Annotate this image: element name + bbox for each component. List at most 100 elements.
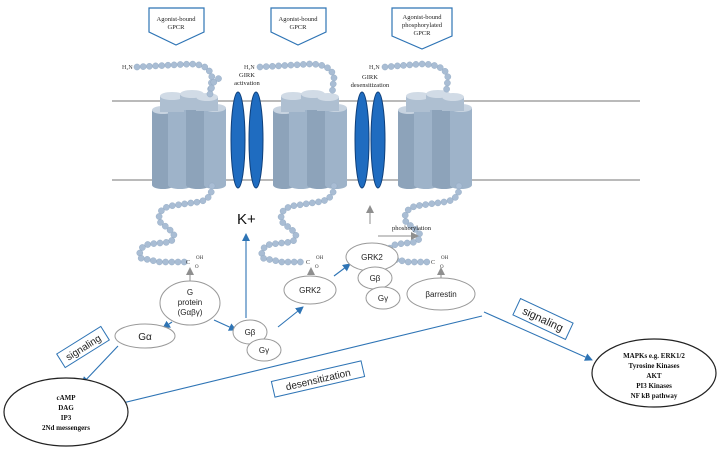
- banner-3-line1: Agonist-bound: [403, 14, 443, 21]
- peptide-bead: [199, 197, 207, 205]
- grk2-complex-node: GRK2 Gβ Gγ: [345, 242, 401, 310]
- peptide-bead: [391, 241, 399, 249]
- peptide-bead: [180, 258, 188, 266]
- peptide-bead: [410, 203, 417, 211]
- peptide-bead: [155, 213, 163, 220]
- n-terminal-label-3: H₂N: [369, 65, 380, 71]
- peptide-bead: [455, 182, 463, 190]
- g-protein-line2: protein: [178, 298, 202, 307]
- outcome-right-item-3: AKT: [646, 372, 662, 380]
- signaling-right-arrow: [483, 311, 593, 361]
- peptide-bead: [329, 188, 337, 196]
- peptide-bead: [424, 61, 432, 68]
- peptide-bead: [326, 193, 334, 201]
- peptide-bead: [208, 182, 216, 190]
- peptide-bead: [290, 258, 298, 266]
- gpcr-receptor-2: [273, 90, 347, 189]
- peptide-bead: [315, 198, 322, 206]
- peptide-bead: [205, 67, 213, 75]
- banner-3-line2: phosphorylated: [402, 22, 443, 29]
- outcome-left-item-3: IP3: [61, 414, 72, 422]
- peptide-bead: [409, 238, 417, 246]
- peptide-bead: [137, 254, 145, 262]
- peptide-bead: [290, 237, 297, 244]
- peptide-bead: [269, 63, 276, 70]
- agonist-banner-3: Agonist-bound phosphorylated GPCR: [391, 7, 453, 50]
- peptide-bead: [272, 257, 280, 265]
- peptide-bead: [189, 60, 196, 68]
- peptide-bead: [206, 90, 214, 98]
- peptide-bead: [162, 258, 169, 266]
- peptide-bead: [422, 201, 429, 208]
- outcome-right-item-4: PI3 Kinases: [636, 382, 672, 390]
- peptide-bead: [256, 63, 264, 71]
- banner-1-line2: GPCR: [168, 24, 186, 31]
- gpcr-receptor-1: [152, 90, 226, 189]
- banner-3-line3: GPCR: [414, 30, 432, 37]
- peptide-bead: [208, 84, 215, 92]
- peptide-bead: [183, 60, 190, 68]
- peptide-bead: [146, 63, 153, 70]
- peptide-bead: [170, 61, 178, 69]
- peptide-bead: [321, 197, 328, 204]
- banner-1-line1: Agonist-bound: [157, 16, 197, 23]
- peptide-bead: [403, 239, 411, 247]
- peptide-bead: [272, 240, 279, 247]
- second-messengers-outcome: cAMP DAG IP3 2Nd messengers: [3, 377, 129, 447]
- peptide-bead: [174, 258, 182, 266]
- peptide-bead: [279, 219, 287, 226]
- peptide-bead: [208, 73, 216, 80]
- peptide-bead: [278, 239, 285, 247]
- banner-2-line2: GPCR: [290, 24, 308, 31]
- peptide-bead: [302, 200, 310, 208]
- peptide-bead: [431, 62, 438, 69]
- peptide-bead: [181, 200, 188, 208]
- peptide-bead: [166, 226, 174, 234]
- girk-labels: GIRK activation GIRK desensitization: [234, 72, 390, 89]
- signaling-right-tag: signaling: [512, 297, 574, 341]
- receptor-3-c-terminal-chain: [388, 186, 459, 262]
- peptide-bead: [406, 61, 414, 69]
- g-protein-node: G protein (Gαβγ): [159, 280, 221, 326]
- peptide-bead: [176, 61, 184, 68]
- receptor-3-n-terminal-chain-beads: [381, 60, 452, 93]
- loop-receptor-1-to-channel-top-beads: [206, 75, 222, 98]
- n-terminal-label-1: H₂N: [122, 65, 133, 71]
- peptide-bead: [401, 211, 409, 219]
- grk2-center-label: GRK2: [361, 253, 383, 262]
- peptide-bead: [306, 60, 313, 68]
- peptide-bead: [168, 258, 176, 266]
- peptide-bead: [139, 63, 147, 70]
- peptide-bead: [329, 86, 336, 94]
- peptide-bead: [156, 258, 163, 266]
- peptide-bead: [381, 63, 389, 71]
- peptide-bead: [297, 258, 304, 266]
- receptor-2-n-terminal-chain-beads: [256, 60, 338, 94]
- receptor-1-c-terminal-chain-beads: [136, 182, 216, 266]
- peptide-bead: [398, 257, 406, 265]
- peptide-bead: [397, 240, 405, 247]
- peptide-bead: [158, 207, 165, 215]
- outcome-left-item-1: cAMP: [56, 394, 76, 402]
- agonist-banner-2: Agonist-bound GPCR: [270, 7, 327, 46]
- girk-channel-1: [230, 91, 264, 189]
- g-beta-label: Gβ: [245, 328, 256, 337]
- peptide-bead: [168, 202, 176, 209]
- potassium-ion-label: K+: [237, 211, 256, 228]
- peptide-bead: [143, 256, 151, 263]
- peptide-bead: [308, 199, 316, 207]
- peptide-bead: [162, 239, 170, 246]
- peptide-bead: [161, 222, 169, 230]
- outcome-right-item-5: NF kB pathway: [631, 392, 678, 400]
- peptide-bead: [451, 194, 459, 201]
- receptor-2-c-terminal-chain: [262, 186, 334, 262]
- desensitization-tag: desensitization: [270, 360, 366, 398]
- peptide-bead: [441, 68, 449, 75]
- peptide-bead: [296, 201, 304, 209]
- girk-activation-line2: activation: [234, 80, 260, 87]
- outcome-right-item-2: Tyrosine Kinases: [629, 362, 680, 370]
- grk2-left-node: GRK2: [283, 275, 337, 305]
- peptide-bead: [284, 204, 292, 211]
